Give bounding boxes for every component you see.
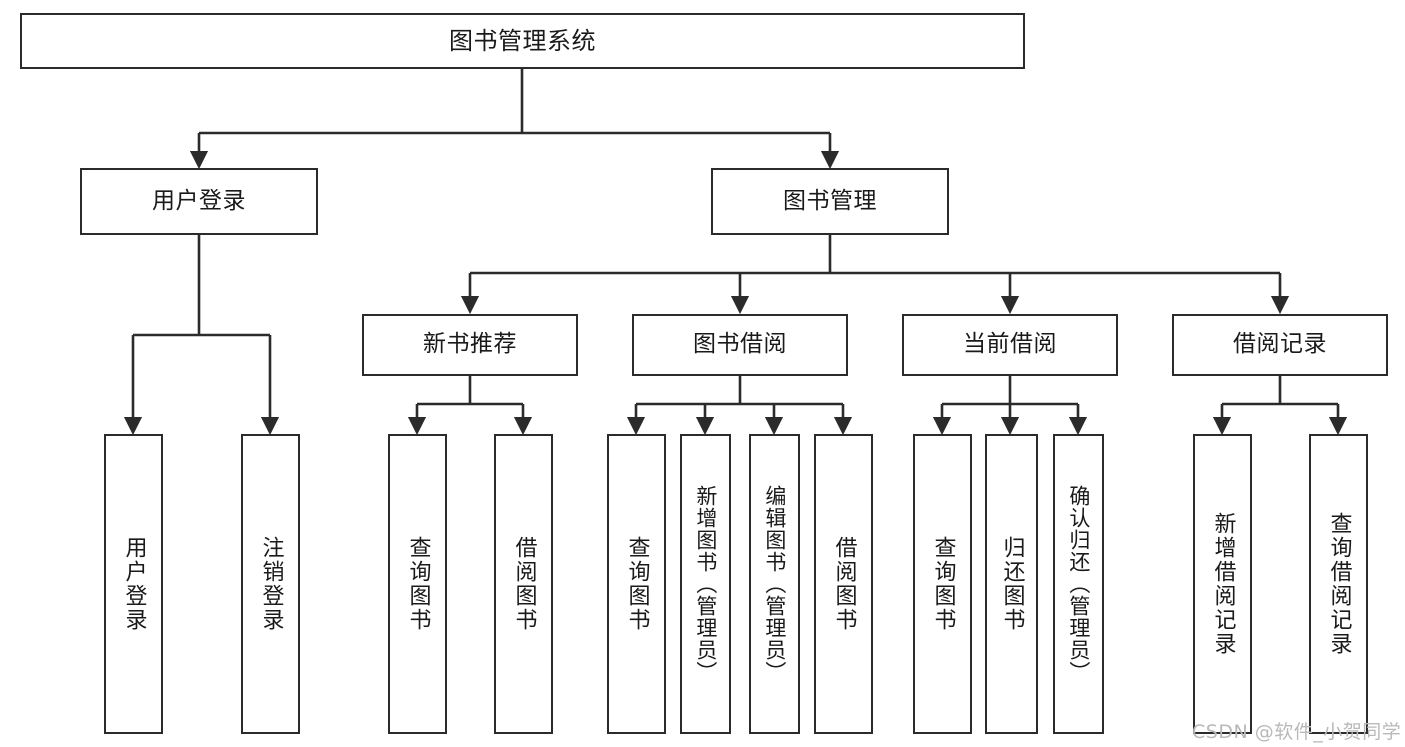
leaf-borrow-book-recommend-label: 借阅图书 [511, 536, 537, 632]
leaf-query-book-borrow[interactable]: 查询图书 [607, 434, 666, 734]
node-root-label: 图书管理系统 [449, 26, 596, 55]
node-borrow-records-label: 借阅记录 [1233, 331, 1327, 358]
node-current-borrow[interactable]: 当前借阅 [902, 314, 1118, 376]
leaf-query-book-borrow-label: 查询图书 [624, 536, 650, 632]
csdn-watermark: CSDN @软件_小贺同学 [1192, 721, 1402, 743]
leaf-borrow-book-recommend[interactable]: 借阅图书 [494, 434, 553, 734]
leaf-query-borrow-record[interactable]: 查询借阅记录 [1309, 434, 1368, 734]
leaf-logout-label: 注销登录 [258, 536, 284, 632]
leaf-query-book-current-label: 查询图书 [930, 536, 956, 632]
leaf-confirm-return-admin-label: 确认归还（管理员） [1066, 485, 1091, 683]
node-borrow-records[interactable]: 借阅记录 [1172, 314, 1388, 376]
node-user-login-label: 用户登录 [152, 187, 246, 214]
node-new-book-recommend[interactable]: 新书推荐 [362, 314, 578, 376]
leaf-edit-book-admin-label: 编辑图书（管理员） [762, 485, 787, 683]
node-book-borrow-label: 图书借阅 [693, 331, 787, 358]
leaf-user-login[interactable]: 用户登录 [104, 434, 163, 734]
node-book-management-label: 图书管理 [783, 187, 877, 214]
node-book-borrow[interactable]: 图书借阅 [632, 314, 848, 376]
leaf-return-book-label: 归还图书 [999, 536, 1025, 632]
leaf-return-book[interactable]: 归还图书 [985, 434, 1038, 734]
leaf-borrow-book[interactable]: 借阅图书 [814, 434, 873, 734]
node-book-management[interactable]: 图书管理 [711, 168, 949, 235]
leaf-user-login-label: 用户登录 [121, 536, 147, 632]
leaf-add-borrow-record[interactable]: 新增借阅记录 [1193, 434, 1252, 734]
leaf-add-borrow-record-label: 新增借阅记录 [1210, 512, 1236, 656]
leaf-edit-book-admin[interactable]: 编辑图书（管理员） [749, 434, 800, 734]
node-current-borrow-label: 当前借阅 [963, 331, 1057, 358]
leaf-logout[interactable]: 注销登录 [241, 434, 300, 734]
leaf-confirm-return-admin[interactable]: 确认归还（管理员） [1053, 434, 1104, 734]
leaf-borrow-book-label: 借阅图书 [831, 536, 857, 632]
leaf-query-book-recommend[interactable]: 查询图书 [388, 434, 447, 734]
leaf-query-borrow-record-label: 查询借阅记录 [1326, 512, 1352, 656]
node-new-book-recommend-label: 新书推荐 [423, 331, 517, 358]
leaf-query-book-recommend-label: 查询图书 [405, 536, 431, 632]
leaf-add-book-admin-label: 新增图书（管理员） [693, 485, 718, 683]
node-root[interactable]: 图书管理系统 [20, 13, 1025, 69]
node-user-login[interactable]: 用户登录 [80, 168, 318, 235]
leaf-query-book-current[interactable]: 查询图书 [913, 434, 972, 734]
leaf-add-book-admin[interactable]: 新增图书（管理员） [680, 434, 731, 734]
